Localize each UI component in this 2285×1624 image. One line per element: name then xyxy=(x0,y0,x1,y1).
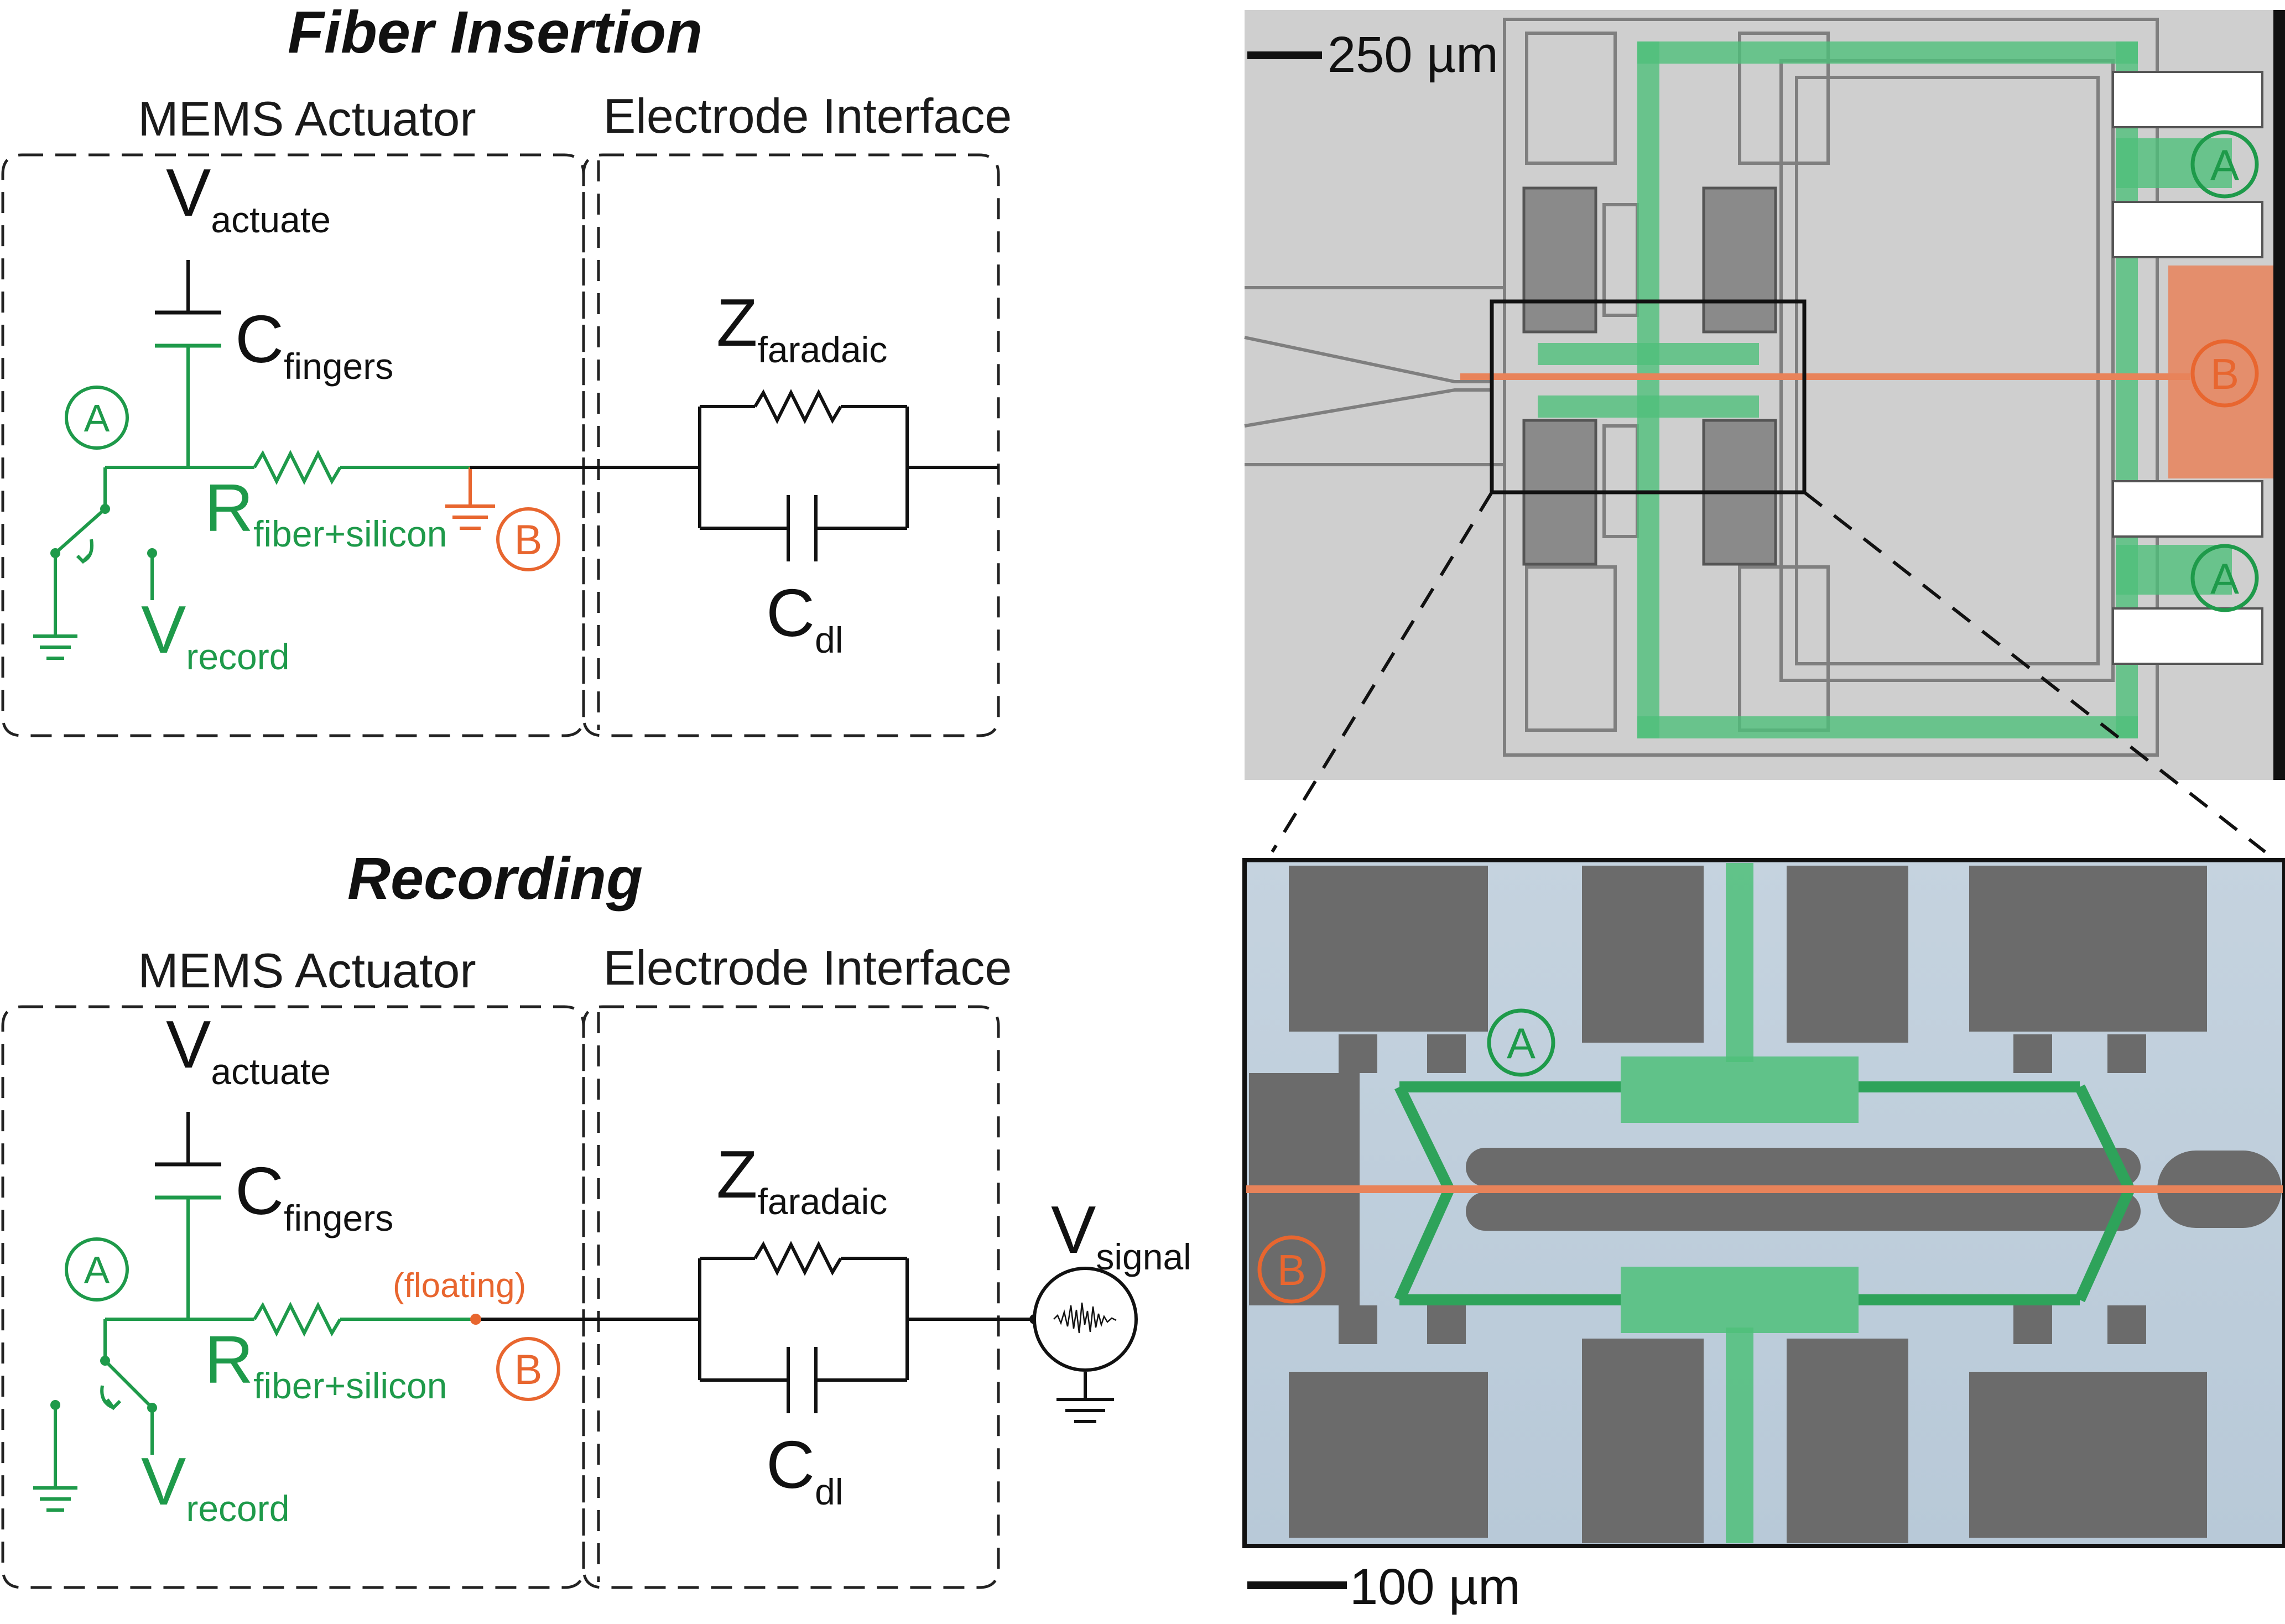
node-a-marker xyxy=(65,386,129,450)
r-fiber-silicon-label-2: Rfiber+silicon xyxy=(205,1322,447,1406)
inset-a-marker xyxy=(1487,1008,1555,1077)
fiber-insertion-panel: Fiber Insertion MEMS Actuator Electrode … xyxy=(1,0,1012,737)
v-record-label: Vrecord xyxy=(141,592,289,677)
mems-structures xyxy=(1244,18,2159,757)
orange-pad xyxy=(2168,266,2285,478)
recording-title: Recording xyxy=(347,845,643,912)
micrograph-a-marker-top xyxy=(2190,130,2259,199)
electrode-interface-heading-2: Electrode Interface xyxy=(603,940,1012,995)
electrode-network-2 xyxy=(481,1241,1114,1423)
bond-pads xyxy=(2112,71,2263,665)
green-trace-overlay xyxy=(1538,41,2232,738)
signal-noise-trace xyxy=(1053,1302,1117,1334)
fiber-insertion-title: Fiber Insertion xyxy=(288,0,702,65)
z-faradaic-label-2: Zfaradaic xyxy=(716,1137,887,1222)
v-signal-label: Vsignal xyxy=(1051,1192,1191,1277)
micrograph-b-label: B xyxy=(2210,350,2239,398)
switch-contact-ground-2 xyxy=(50,1400,60,1410)
node-b-label: B xyxy=(514,517,543,564)
electrode-interface-box-2 xyxy=(582,1005,1000,1589)
v-record-label-2: Vrecord xyxy=(141,1444,289,1529)
inset-selection-box xyxy=(1490,299,1807,495)
micrograph-a-label-top: A xyxy=(2210,140,2239,189)
mems-actuator-heading-2: MEMS Actuator xyxy=(138,943,476,998)
actuator-network xyxy=(33,346,470,660)
c-fingers-label-2: Cfingers xyxy=(235,1153,393,1238)
node-b-label-2: B xyxy=(514,1346,543,1393)
r-fiber-silicon-label: Rfiber+silicon xyxy=(205,470,447,554)
v-actuate-label: Vactuate xyxy=(166,155,331,240)
node-a-label-2: A xyxy=(84,1248,110,1292)
electrode-network xyxy=(470,389,998,561)
micrograph-a-label-bottom: A xyxy=(2210,554,2239,603)
floating-node xyxy=(470,1314,481,1325)
c-dl-label-2: Cdl xyxy=(766,1427,843,1512)
chip-edge xyxy=(2273,10,2285,780)
optical-inset: A B xyxy=(1242,858,2285,1548)
switch-pivot-2 xyxy=(100,1356,110,1366)
switch-pivot xyxy=(100,504,110,514)
micrograph-b-marker xyxy=(2190,339,2259,408)
node-a-marker-2 xyxy=(65,1237,129,1302)
orange-fiber-trace xyxy=(1460,373,2190,380)
node-b-marker-2 xyxy=(496,1337,560,1401)
mems-actuator-heading: MEMS Actuator xyxy=(138,91,476,146)
inset-fiber-trace xyxy=(1246,1185,2283,1193)
actuator-network-2 xyxy=(33,1198,476,1512)
switch-contact-record xyxy=(147,548,157,558)
sem-micrograph: A B A 250 µm xyxy=(1244,10,2285,780)
inset-b-marker xyxy=(1257,1235,1326,1304)
node-b-marker xyxy=(496,507,560,571)
c-fingers-label: Cfingers xyxy=(235,301,393,387)
mems-actuator-box-2 xyxy=(1,1005,585,1589)
switch-contact-ground xyxy=(50,548,60,558)
c-dl-label: Cdl xyxy=(766,575,843,660)
recording-panel: Recording MEMS Actuator Electrode Interf… xyxy=(1,845,1191,1589)
z-faradaic-label: Zfaradaic xyxy=(716,285,887,370)
zoom-line-left xyxy=(1271,491,1493,853)
micrograph-a-marker-bottom xyxy=(2190,544,2259,612)
electrode-interface-box xyxy=(582,153,1000,737)
v-actuate-label-2: Vactuate xyxy=(166,1007,331,1092)
inset-a-label: A xyxy=(1507,1019,1536,1068)
mems-actuator-box xyxy=(1,153,585,737)
node-a-label: A xyxy=(84,397,110,440)
inset-b-label: B xyxy=(1277,1246,1306,1294)
scale-label-250: 250 µm xyxy=(1328,27,1498,83)
electrode-interface-heading: Electrode Interface xyxy=(603,89,1012,143)
switch-contact-record-2 xyxy=(147,1403,157,1413)
floating-label: (floating) xyxy=(393,1267,526,1305)
scale-label-100: 100 µm xyxy=(1350,1559,1521,1615)
inset-green-traces xyxy=(1621,863,1859,1543)
node-b-ground xyxy=(445,467,495,530)
